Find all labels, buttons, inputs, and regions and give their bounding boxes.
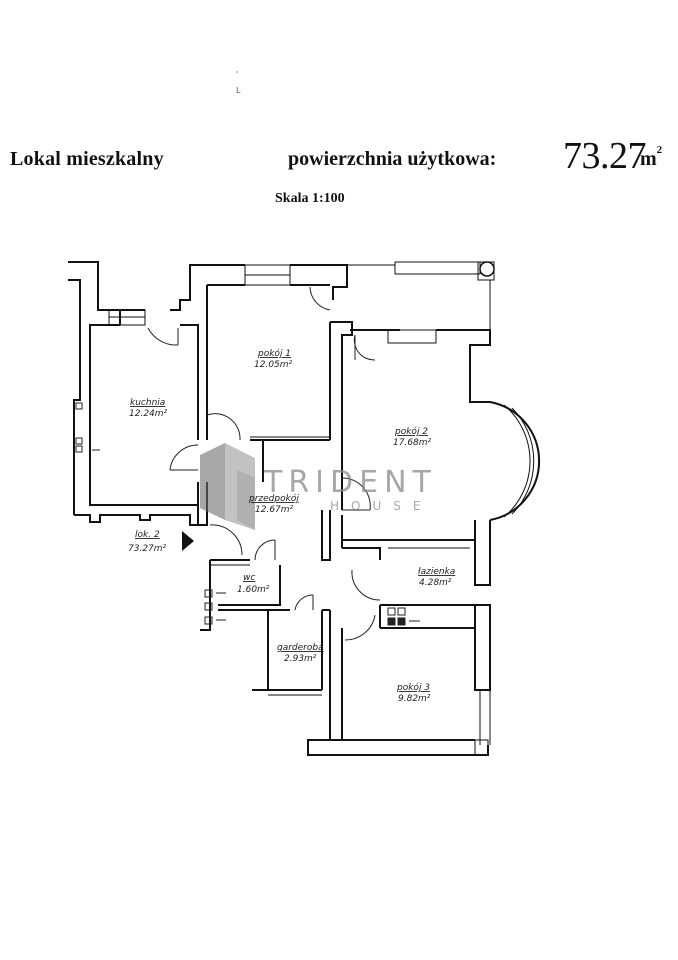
room-name-pokoj3: pokój 3 bbox=[396, 682, 430, 693]
trident-logo-icon bbox=[200, 443, 255, 530]
stray-mark: L bbox=[236, 86, 241, 95]
unit-name: lok. 2 bbox=[135, 530, 160, 540]
usable-area-label: powierzchnia użytkowa: bbox=[288, 148, 497, 170]
usable-area-unit: m2 bbox=[640, 144, 662, 171]
page-title: Lokal mieszkalny bbox=[10, 148, 164, 170]
room-name-garderoba: garderoba bbox=[277, 643, 324, 653]
room-name-lazienka: łazienka bbox=[418, 567, 455, 577]
entrance-arrow-icon bbox=[182, 531, 194, 551]
vent-ducts bbox=[75, 402, 420, 626]
room-area-lazienka: 4.28m² bbox=[419, 578, 452, 588]
room-area-pokoj3: 9.82m² bbox=[398, 694, 431, 704]
room-name-przedpokoj: przedpokój bbox=[248, 493, 299, 504]
walls bbox=[68, 261, 541, 756]
unit-area: 73.27m² bbox=[128, 544, 167, 554]
room-name-pokoj2: pokój 2 bbox=[394, 426, 428, 437]
room-area-pokoj2: 17.68m² bbox=[393, 438, 432, 448]
room-name-wc: wc bbox=[243, 573, 255, 583]
usable-area-value: 73.27 bbox=[563, 135, 647, 177]
watermark-sub: HOUSE bbox=[330, 499, 432, 513]
room-area-pokoj1: 12.05m² bbox=[254, 360, 293, 370]
room-area-przedpokoj: 12.67m² bbox=[255, 505, 294, 515]
unit-text: m bbox=[640, 148, 657, 170]
stray-mark: ' bbox=[236, 70, 239, 79]
room-name-pokoj1: pokój 1 bbox=[257, 348, 291, 359]
room-name-kuchnia: kuchnia bbox=[130, 398, 165, 408]
watermark-brand: TRIDENT bbox=[263, 465, 437, 500]
scale-label: Skala 1:100 bbox=[275, 191, 345, 206]
unit-sup: 2 bbox=[656, 144, 663, 157]
doors bbox=[147, 286, 381, 641]
room-area-garderoba: 2.93m² bbox=[284, 654, 317, 664]
room-area-kuchnia: 12.24m² bbox=[129, 409, 168, 419]
room-labels: kuchnia 12.24m² pokój 1 12.05m² pokój 2 … bbox=[128, 348, 455, 704]
room-area-wc: 1.60m² bbox=[237, 585, 270, 595]
